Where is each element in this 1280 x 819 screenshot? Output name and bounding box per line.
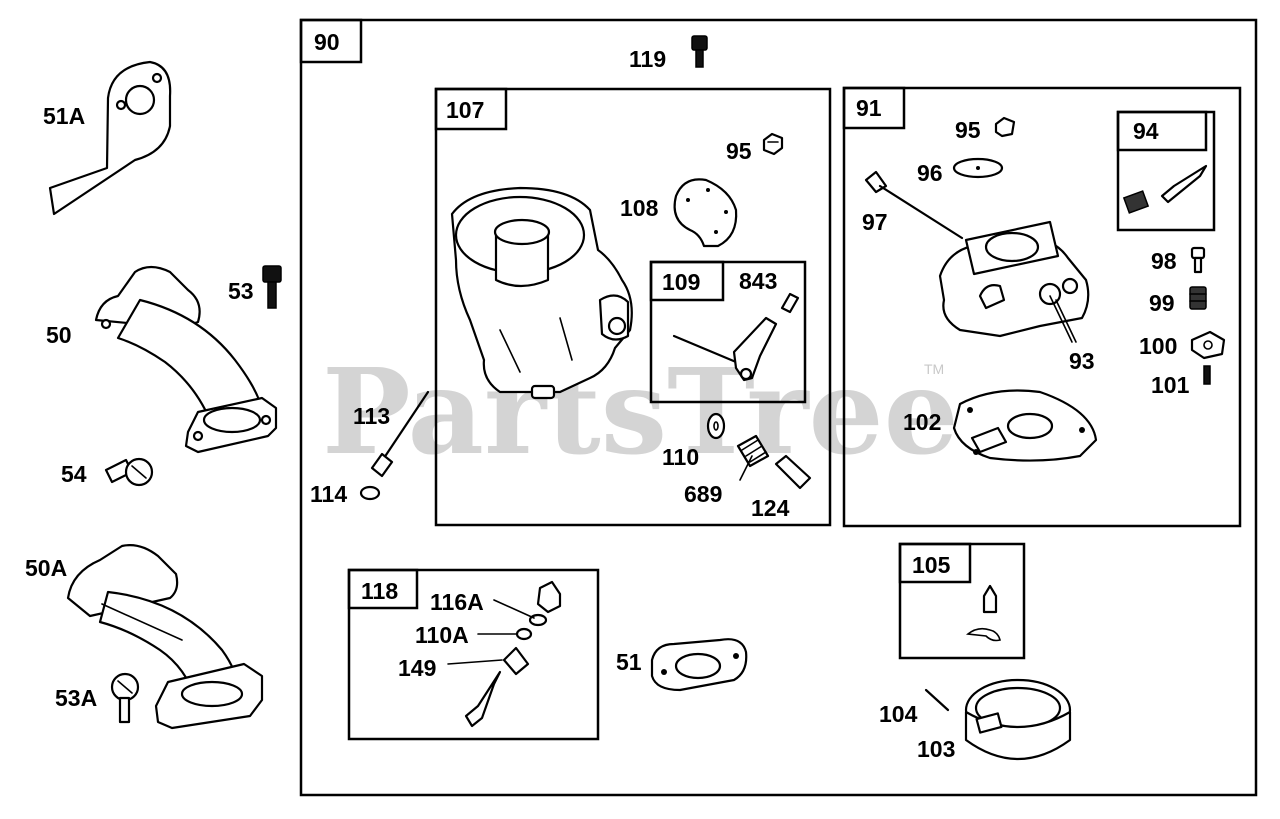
callout-843: 843 [739,268,777,294]
callout-124: 124 [751,495,790,521]
part-149-spring[interactable] [502,646,530,676]
group-118-frame [347,568,600,741]
callout-110A: 110A [415,622,469,648]
group-109-tag [649,260,725,302]
callout-93: 93 [1069,348,1095,374]
group-105-label: 105 [912,552,951,578]
callout-108: 108 [620,195,659,221]
part-689-spring[interactable] [736,434,770,468]
part-94-needle[interactable] [1160,164,1208,204]
part-98-screw[interactable] [1190,246,1206,274]
callout-689: 689 [684,481,722,507]
callout-116A: 116A [430,589,484,615]
group-90-tag [299,18,363,64]
group-105[interactable]: 105 [898,542,1026,660]
callout-99: 99 [1149,290,1175,316]
group-109-frame [649,260,807,404]
callout-101: 101 [1151,372,1190,398]
carburetor-base[interactable] [938,220,1090,338]
part-97-screw[interactable] [864,170,964,240]
part-113-needle[interactable] [370,390,430,478]
group-109-label: 109 [662,269,700,295]
part-104-pin[interactable] [924,688,950,712]
part-102-gasket[interactable] [952,389,1098,462]
part-99-spring[interactable] [1189,286,1207,310]
part-101-pin[interactable] [1203,365,1211,385]
part-109-throttle-shaft[interactable] [672,316,778,382]
group-91[interactable]: 91 [842,86,1242,528]
group-94-label: 94 [1133,118,1159,144]
callout-100: 100 [1139,333,1177,359]
group-90-frame [299,18,1258,797]
callout-98: 98 [1151,248,1177,274]
leader-lines [739,299,1077,481]
group-118-label: 118 [361,578,398,604]
part-53A-bolt[interactable] [110,672,140,724]
part-103-float[interactable] [964,678,1072,760]
callout-113: 113 [353,403,390,429]
callout-96: 96 [917,160,943,186]
group-118-tag [347,568,419,610]
carburetor-body[interactable] [450,186,633,400]
part-114-oring[interactable] [359,485,381,501]
group-91-tag [842,86,906,130]
part-50A-intake-elbow[interactable] [66,544,264,730]
callout-114: 114 [310,481,347,507]
callout-104: 104 [879,701,918,727]
group-91-label: 91 [856,95,882,121]
group-91-frame [842,86,1242,528]
part-51A-gasket[interactable] [48,60,172,216]
part-93-link[interactable] [1049,295,1073,343]
part-119-screw[interactable] [691,35,708,68]
callout-149: 149 [398,655,436,681]
callout-53A: 53A [55,685,97,711]
part-95-plug-a[interactable] [762,132,784,156]
watermark-trademark: TM [924,361,944,377]
part-96-gasket[interactable] [952,157,1004,179]
group-118[interactable]: 118 [347,568,600,741]
callout-51: 51 [616,649,642,675]
group-107-tag [434,87,508,131]
part-53-bolt[interactable] [262,265,282,309]
callout-110: 110 [662,444,699,470]
callout-50A: 50A [25,555,67,581]
part-110A-oring[interactable] [515,627,533,641]
group-107[interactable]: 107 [434,87,832,527]
part-94-spring[interactable] [1122,190,1150,214]
callout-54: 54 [61,461,87,487]
callout-103: 103 [917,736,955,762]
callout-95-b: 95 [955,117,981,143]
part-118-needle[interactable] [464,670,502,728]
watermark-text: PartsTree [322,342,959,481]
group-90-label: 90 [314,29,340,55]
leader-lines-118 [447,599,535,665]
part-108-diaphragm[interactable] [673,178,738,248]
callout-97: 97 [862,209,888,235]
part-95-plug-b[interactable] [994,116,1016,138]
callout-51A: 51A [43,103,85,129]
group-105-tag [898,542,972,584]
part-51-gasket[interactable] [650,638,748,692]
part-105-needle[interactable] [982,584,998,614]
group-90[interactable]: 90 [299,18,1258,797]
part-50-intake-elbow[interactable] [94,265,278,454]
callout-95-a: 95 [726,138,752,164]
callout-50: 50 [46,322,72,348]
part-110-washer[interactable] [706,412,726,440]
part-100-nut[interactable] [1190,330,1226,360]
group-107-label: 107 [446,97,484,123]
part-105-clip[interactable] [965,627,1001,642]
group-109[interactable]: 109 [649,260,807,404]
part-54-screw[interactable] [104,457,154,487]
callout-53: 53 [228,278,254,304]
callout-119: 119 [629,46,666,72]
part-118-seat[interactable] [536,580,562,614]
part-124-screw[interactable] [774,454,812,490]
group-94-tag [1116,110,1208,152]
part-843-pin[interactable] [780,292,800,314]
group-94[interactable]: 94 [1116,110,1216,232]
callout-102: 102 [903,409,941,435]
group-107-frame [434,87,832,527]
